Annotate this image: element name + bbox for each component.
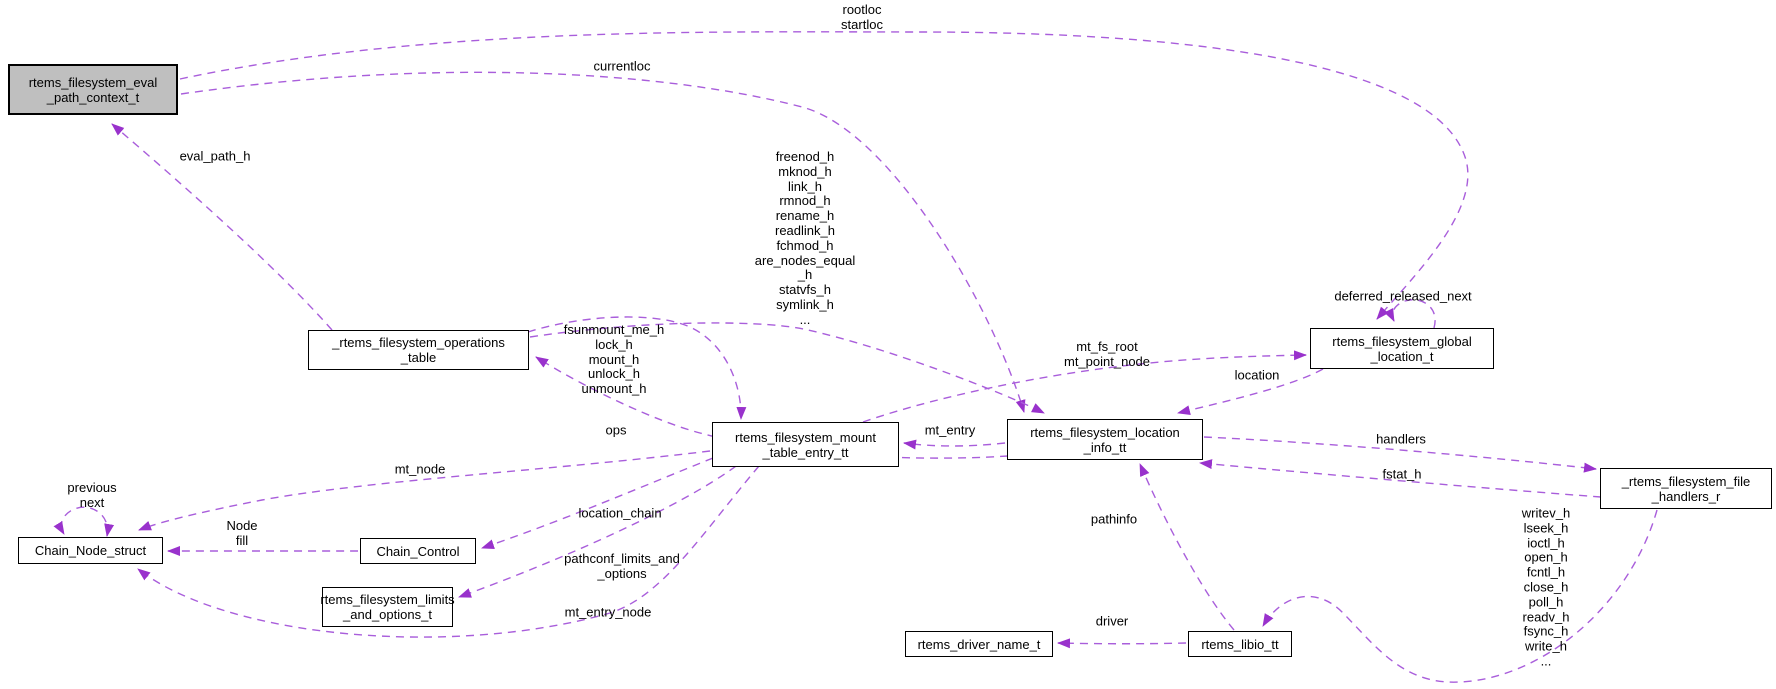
edge-label-ops-handler-list: freenod_h mknod_h link_h rmnod_h rename_…: [754, 149, 856, 327]
edge-label-mt-fs-root-point: mt_fs_root mt_point_node: [1063, 339, 1151, 369]
node-label: _table_entry_tt: [762, 444, 849, 460]
node-libio[interactable]: rtems_libio_tt: [1188, 631, 1292, 657]
edge-previous-next-loop: [53, 506, 115, 537]
node-operations-table[interactable]: _rtems_filesystem_operations _table: [308, 330, 529, 370]
edge-label-rootloc-startloc: rootloc startloc: [841, 2, 883, 32]
edge-mt-node: [138, 450, 711, 531]
edge-eval-path-h: [111, 123, 333, 331]
node-global-location[interactable]: rtems_filesystem_global _location_t: [1310, 328, 1494, 369]
node-limits-and-options[interactable]: rtems_filesystem_limits _and_options_t: [320, 587, 455, 627]
edge-label-file-handler-list: writev_h lseek_h ioctl_h open_h fcntl_h …: [1521, 505, 1571, 669]
node-label: Chain_Control: [376, 543, 460, 559]
edge-label-ops: ops: [605, 422, 627, 438]
node-label: rtems_filesystem_location: [1030, 424, 1180, 440]
node-label: _location_t: [1370, 348, 1434, 364]
node-label: rtems_filesystem_mount: [735, 429, 876, 445]
edge-currentloc: [180, 71, 1026, 413]
node-chain-control[interactable]: Chain_Control: [360, 538, 476, 564]
edge-label-handlers: handlers: [1376, 431, 1426, 447]
edge-label-node-fill: Node fill: [226, 518, 258, 548]
edge-label-mt-node: mt_node: [394, 461, 446, 477]
edge-rootloc-startloc: [179, 31, 1469, 320]
edge-pathinfo: [1139, 463, 1235, 631]
edge-handlers: [1203, 436, 1597, 473]
edge-driver: [1057, 638, 1187, 649]
node-driver-name[interactable]: rtems_driver_name_t: [905, 631, 1053, 657]
edge-label-mt-entry: mt_entry: [924, 422, 976, 438]
edge-ops-handler-list: [529, 322, 1045, 414]
edge-location-chain: [481, 457, 714, 549]
edge-label-deferred-released-next: deferred_released_next: [1334, 288, 1472, 304]
edge-label-pathinfo: pathinfo: [1090, 511, 1138, 527]
node-label: _and_options_t: [343, 607, 432, 622]
edge-label-fstat-h: fstat_h: [1382, 466, 1422, 482]
node-label: _table: [400, 350, 437, 365]
node-label: Chain_Node_struct: [34, 543, 147, 558]
edge-mt-fs-root: [862, 350, 1307, 423]
edge-label-pathconf-limits: pathconf_limits_and _options: [564, 551, 680, 581]
edge-mt-entry: [903, 439, 1006, 450]
node-label: rtems_filesystem_global: [1332, 333, 1472, 349]
edge-location: [1177, 368, 1324, 416]
edge-mt-entry-node: [137, 465, 760, 638]
node-label: _path_context_t: [46, 89, 140, 105]
node-label: _handlers_r: [1651, 488, 1721, 504]
edge-pathconf-limits: [458, 465, 737, 598]
edge-label-previous-next: previous next: [67, 480, 117, 510]
edge-label-driver: driver: [1095, 613, 1129, 629]
node-label: rtems_libio_tt: [1201, 636, 1279, 652]
edge-label-eval-path-h: eval_path_h: [179, 148, 251, 164]
node-label: rtems_filesystem_limits: [320, 592, 455, 607]
node-chain-node[interactable]: Chain_Node_struct: [18, 537, 163, 564]
edge-mount-handler-list: [527, 316, 747, 420]
node-label: _info_tt: [1083, 439, 1127, 455]
edge-label-mount-handler-list: fsunmount_me_h lock_h mount_h unlock_h u…: [563, 322, 665, 397]
node-file-handlers[interactable]: _rtems_filesystem_file _handlers_r: [1600, 468, 1772, 509]
node-mount-table-entry[interactable]: rtems_filesystem_mount _table_entry_tt: [712, 422, 899, 467]
edge-label-location: location: [1234, 367, 1280, 383]
node-label: rtems_driver_name_t: [917, 636, 1041, 652]
edge-fstat-h: [1199, 459, 1602, 498]
node-label: _rtems_filesystem_operations: [332, 335, 505, 350]
node-label: _rtems_filesystem_file: [1621, 473, 1751, 489]
node-eval-path-context[interactable]: rtems_filesystem_eval _path_context_t: [8, 64, 178, 115]
edge-deferred-released-next: [1384, 299, 1436, 329]
edge-label-mt-entry-node: mt_entry_node: [564, 604, 652, 620]
edge-file-handler-list: [1262, 509, 1658, 683]
edge-label-currentloc: currentloc: [593, 58, 651, 74]
edge-label-location-chain: location_chain: [578, 505, 662, 521]
node-label: rtems_filesystem_eval: [28, 74, 158, 90]
node-location-info[interactable]: rtems_filesystem_location _info_tt: [1007, 419, 1203, 460]
